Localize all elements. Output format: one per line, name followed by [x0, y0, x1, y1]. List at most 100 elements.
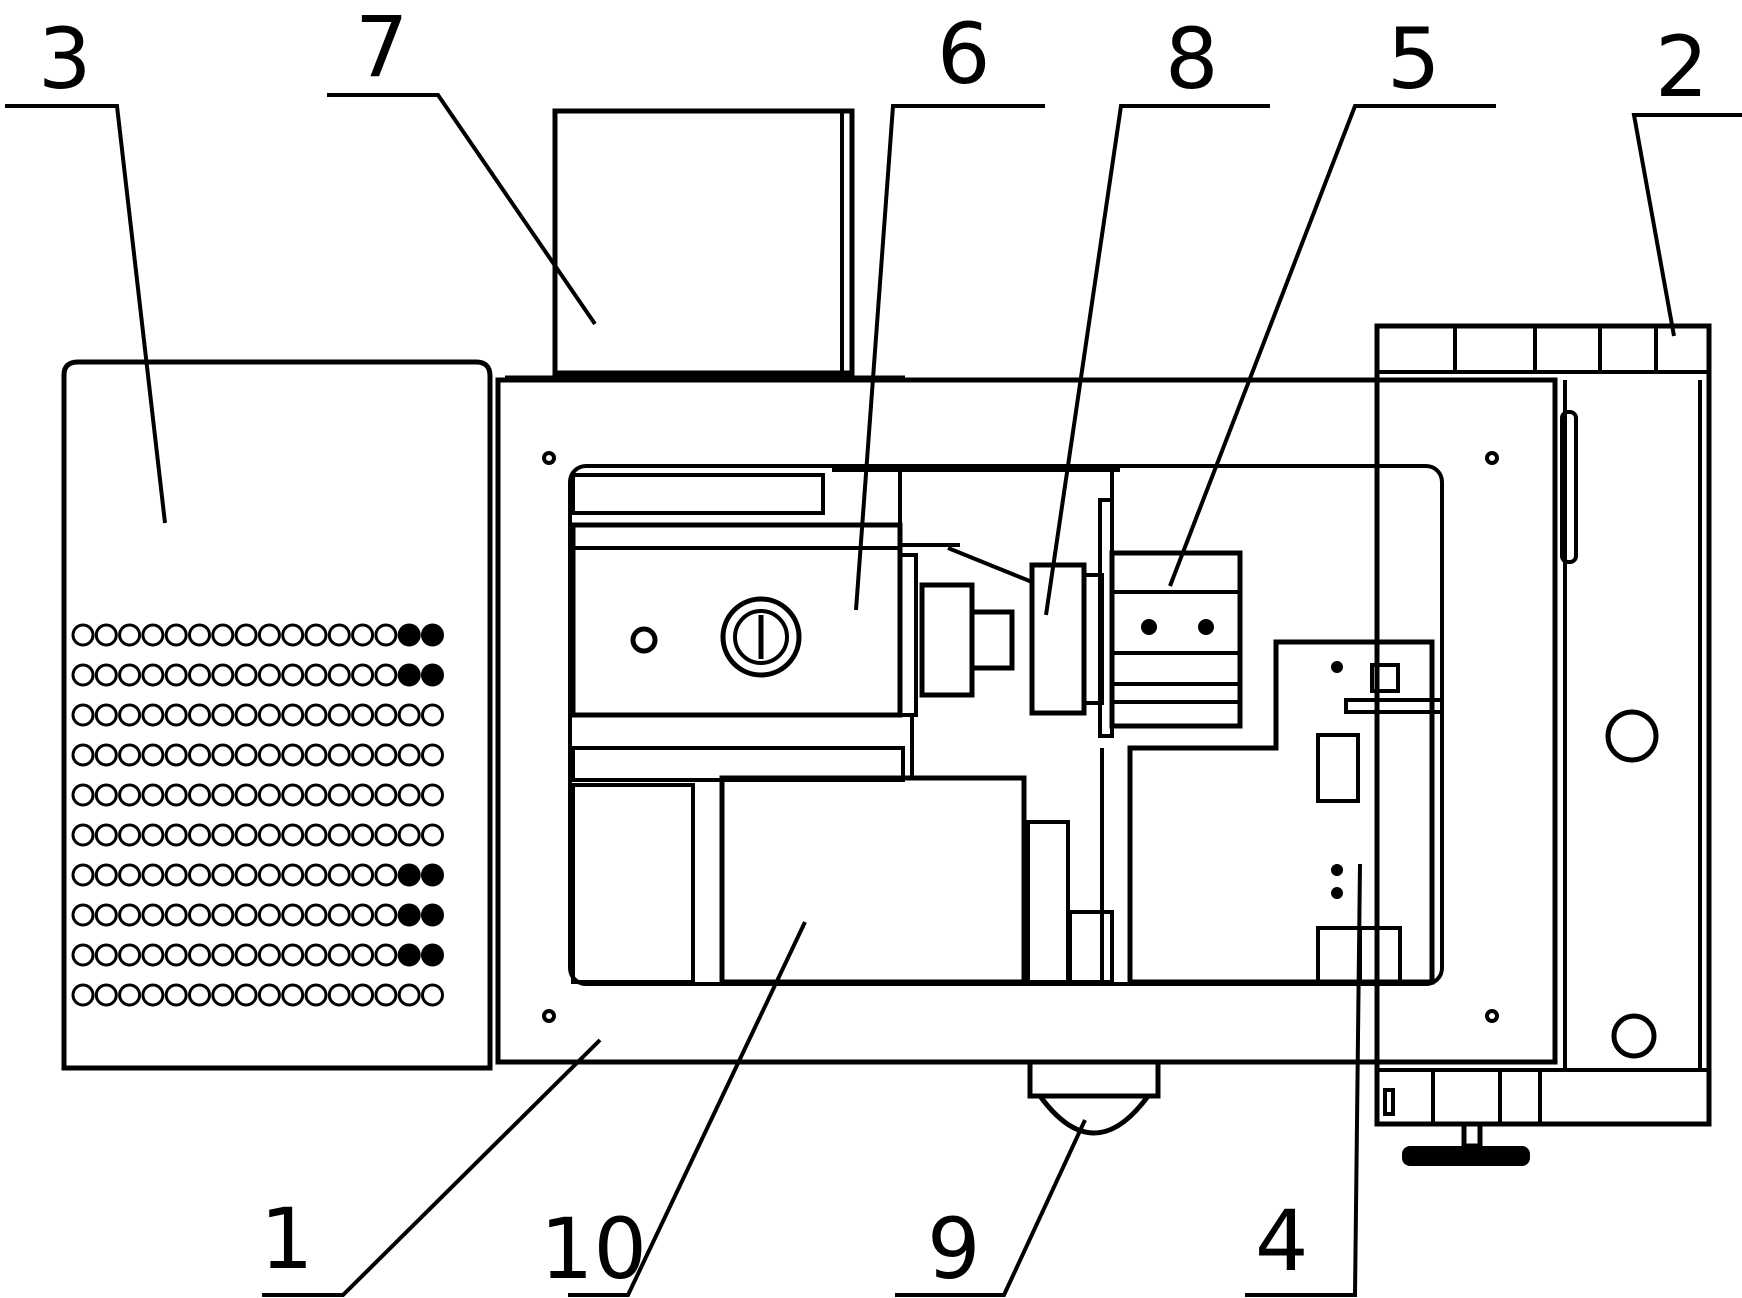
bottom-foot — [1027, 1062, 1161, 1136]
vent-hole — [281, 743, 305, 767]
label-5: 5 — [1387, 10, 1440, 108]
vent-hole — [281, 983, 305, 1007]
vent-hole — [164, 663, 188, 687]
vent-hole — [281, 663, 305, 687]
power-unit — [571, 715, 1114, 985]
vent-hole — [327, 743, 351, 767]
vent-hole — [188, 743, 211, 767]
vent-hole — [234, 943, 258, 967]
vent-hole — [211, 943, 235, 967]
vent-hole — [71, 703, 95, 727]
vent-hole — [304, 623, 328, 647]
label-8: 8 — [1165, 10, 1218, 108]
vent-hole — [421, 743, 444, 767]
vent-hole — [234, 823, 258, 847]
vent-hole — [234, 863, 258, 887]
vent-hole — [304, 663, 328, 687]
vent-hole — [141, 863, 165, 887]
vent-hole — [94, 623, 118, 647]
vent-hole — [164, 783, 188, 807]
vent-hole — [94, 783, 118, 807]
vent-hole — [94, 663, 118, 687]
label-9: 9 — [927, 1200, 980, 1298]
vent-hole — [188, 823, 211, 847]
vent-hole — [257, 623, 281, 647]
vent-hole — [141, 823, 165, 847]
vent-hole — [211, 743, 235, 767]
vent-hole — [71, 623, 95, 647]
vent-hole — [234, 623, 258, 647]
vent-hole — [304, 743, 328, 767]
vent-hole — [257, 863, 281, 887]
right-side-module — [1374, 323, 1712, 1166]
vent-hole — [397, 743, 421, 767]
label-7: 7 — [355, 0, 408, 96]
vent-hole — [118, 943, 142, 967]
vent-hole — [257, 983, 281, 1007]
vent-hole — [397, 823, 421, 847]
vent-hole — [327, 983, 351, 1007]
vent-hole — [351, 663, 375, 687]
linear-slide — [1109, 470, 1243, 729]
vent-hole — [397, 783, 421, 807]
vent-hole — [304, 863, 328, 887]
vent-hole — [397, 943, 421, 967]
vent-hole — [141, 663, 165, 687]
shaft-coupling — [832, 468, 1120, 717]
vent-hole — [397, 983, 421, 1007]
vent-hole — [421, 623, 444, 647]
vent-hole — [188, 943, 211, 967]
vent-hole — [94, 943, 118, 967]
vent-hole — [188, 703, 211, 727]
label-1: 1 — [260, 1190, 313, 1288]
vent-hole — [351, 943, 375, 967]
vent-hole — [304, 823, 328, 847]
vent-hole — [234, 783, 258, 807]
vent-hole — [281, 943, 305, 967]
vent-hole — [281, 823, 305, 847]
vent-hole — [421, 783, 444, 807]
vent-hole — [374, 903, 398, 927]
vent-hole — [281, 623, 305, 647]
label-2: 2 — [1655, 18, 1708, 116]
vent-hole — [374, 863, 398, 887]
vent-hole — [281, 783, 305, 807]
control-panel — [1127, 639, 1444, 985]
vent-hole — [351, 823, 375, 847]
vent-hole — [188, 623, 211, 647]
vent-hole — [257, 823, 281, 847]
vent-hole — [141, 903, 165, 927]
vent-hole — [118, 863, 142, 887]
vent-hole — [374, 743, 398, 767]
vent-hole — [118, 983, 142, 1007]
vent-hole — [188, 663, 211, 687]
vent-hole — [211, 983, 235, 1007]
vent-hole — [118, 623, 142, 647]
label-10: 10 — [540, 1200, 647, 1298]
vent-hole — [188, 903, 211, 927]
vent-hole — [374, 783, 398, 807]
vent-hole — [397, 623, 421, 647]
vent-hole — [94, 823, 118, 847]
vent-hole — [94, 903, 118, 927]
vent-hole — [71, 983, 95, 1007]
vent-hole — [234, 663, 258, 687]
vent-hole — [351, 743, 375, 767]
vent-hole — [234, 703, 258, 727]
vent-hole — [304, 903, 328, 927]
top-box — [505, 108, 905, 381]
vent-hole — [94, 983, 118, 1007]
label-4: 4 — [1255, 1192, 1308, 1290]
vent-hole — [327, 703, 351, 727]
vent-hole — [94, 863, 118, 887]
vent-hole — [281, 903, 305, 927]
vent-hole — [421, 823, 444, 847]
vent-hole — [211, 823, 235, 847]
vent-hole — [118, 743, 142, 767]
vent-hole — [327, 943, 351, 967]
vent-hole — [118, 823, 142, 847]
label-6: 6 — [937, 5, 990, 103]
vent-hole — [211, 623, 235, 647]
vent-hole — [118, 663, 142, 687]
vent-hole — [397, 863, 421, 887]
